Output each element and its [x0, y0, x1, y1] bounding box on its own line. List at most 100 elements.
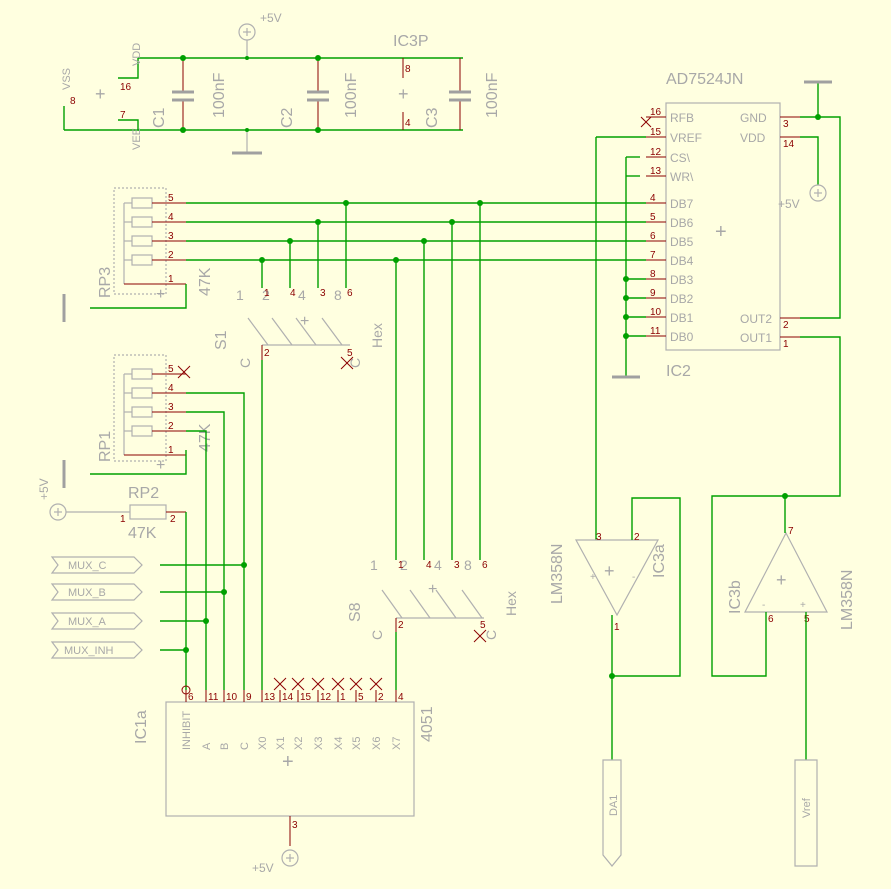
svg-text:1: 1 — [264, 288, 270, 299]
rp1-resistor-3 — [131, 425, 153, 437]
svg-text:1: 1 — [614, 622, 620, 633]
ic1a-pin-1-num: 11 — [208, 692, 219, 703]
mux-net-labels: MUX_C MUX_B MUX_A MUX_INH — [50, 556, 143, 659]
svg-text:+5V: +5V — [37, 478, 51, 500]
rp1-pin-3: 2 — [168, 421, 174, 432]
rp1-pin-1: 4 — [168, 383, 174, 394]
ic1a-pin-9-num: 5 — [358, 692, 364, 703]
plus5v-label: +5V — [260, 11, 282, 25]
svg-text:C: C — [369, 630, 385, 640]
ic2-pin-9-num: 9 — [650, 288, 656, 299]
ic3a-opamp[interactable]: + + - 3 2 1 IC3a LM358N — [549, 532, 668, 633]
svg-text:2: 2 — [264, 348, 270, 359]
ic2-pin-5-label: DB6 — [670, 216, 694, 230]
ic2-name-label: IC2 — [666, 363, 691, 380]
ic2-pin-4-num: 4 — [650, 193, 656, 204]
svg-text:+: + — [300, 313, 309, 330]
svg-text:3: 3 — [454, 560, 460, 571]
svg-text:LM358N: LM358N — [549, 544, 566, 604]
ic1a-pin-8-label: X4 — [333, 737, 345, 750]
rp1-pin-4: 1 — [168, 445, 174, 456]
rp2-resistor[interactable]: +5V 1 2 RP2 47K — [37, 478, 186, 542]
svg-text:6: 6 — [482, 560, 488, 571]
svg-text:8: 8 — [334, 287, 342, 303]
ic2-pin-4-label: DB7 — [670, 197, 694, 211]
svg-text:100nF: 100nF — [211, 72, 228, 118]
cap-c2: C2 100nF — [279, 58, 360, 130]
svg-text:RP1: RP1 — [97, 431, 114, 462]
svg-text:+5V: +5V — [252, 861, 274, 875]
port-da1[interactable]: DA1 — [602, 759, 622, 867]
svg-text:+: + — [156, 457, 165, 474]
s1-hex-switch[interactable]: 1 2 4 8 2 5 + S1 C C Hex 1 4 3 6 — [213, 287, 385, 370]
svg-text:100nF: 100nF — [343, 72, 360, 118]
svg-text:3: 3 — [292, 820, 298, 831]
cap-c3: C3 100nF — [424, 58, 501, 130]
s8-hex-switch[interactable]: 1 2 4 8 2 5 + S8 C C Hex 1 4 3 6 — [347, 557, 519, 643]
svg-text:IC3a: IC3a — [651, 544, 668, 578]
svg-text:47K: 47K — [128, 525, 157, 542]
svg-text:2: 2 — [634, 532, 640, 543]
svg-text:2: 2 — [262, 287, 270, 303]
ic1a-pin-3-label: C — [239, 742, 251, 750]
ic2-pin-10-label: DB1 — [670, 311, 694, 325]
ic1a-pin-0-label: INHIBIT — [181, 711, 193, 750]
ic2-dac[interactable]: AD7524JN IC2 + RFB16VREF15CS\12WR\13DB74… — [640, 71, 800, 380]
vdd-label: VDD — [131, 43, 143, 66]
ic1a-pin-4-label: X0 — [257, 737, 269, 750]
rp3-pin-2: 3 — [168, 231, 174, 242]
rp3-pin-4: 1 — [168, 274, 174, 285]
svg-text:1: 1 — [370, 557, 378, 573]
ic2-pin-6-label: DB5 — [670, 235, 694, 249]
svg-text:Hex: Hex — [503, 591, 519, 616]
ic1a-pin-2-label: B — [219, 743, 231, 750]
svg-text:Hex: Hex — [369, 323, 385, 348]
svg-text:+: + — [428, 581, 437, 598]
svg-text:16: 16 — [120, 82, 132, 93]
ic2-pin-11-label: DB0 — [670, 330, 694, 344]
net-label-mux-c[interactable]: MUX_C — [50, 556, 143, 574]
svg-text:4: 4 — [405, 118, 411, 129]
svg-text:+: + — [604, 561, 615, 581]
svg-text:IC3b: IC3b — [727, 580, 744, 614]
ic1a-pin-6-label: X2 — [293, 737, 305, 750]
svg-text:MUX_A: MUX_A — [68, 616, 107, 628]
net-label-mux-b[interactable]: MUX_B — [50, 583, 143, 601]
ic2-pin-6-num: 6 — [650, 231, 656, 242]
ic1a-pin-11-num: 4 — [398, 692, 404, 703]
rp1-pin-2: 3 — [168, 402, 174, 413]
ic2-rpin-2-num: 2 — [783, 320, 789, 331]
vss-label: VSS — [61, 68, 73, 90]
rp3-resistor-0 — [131, 197, 153, 209]
ic2-pin-10-num: 10 — [650, 307, 662, 318]
ic3p-label: IC3P — [393, 33, 429, 50]
power-section: +5V VDD VSS VEE 16 7 8 + IC3P 8 4 + C1 1… — [61, 11, 501, 155]
ic1a-pin-7-label: X3 — [313, 737, 325, 750]
svg-text:1: 1 — [398, 560, 404, 571]
ic1a-mux-4051[interactable]: 6INHIBIT11A10B9C13X014X115X212X31X45X52X… — [133, 677, 436, 875]
net-label-mux-inh[interactable]: MUX_INH — [50, 641, 143, 659]
ic2-pin-2-num: 12 — [650, 147, 662, 158]
ic1a-pin-1-label: A — [201, 742, 213, 750]
svg-text:4: 4 — [298, 287, 306, 303]
svg-text:S1: S1 — [213, 330, 230, 350]
ic3b-opamp[interactable]: + - + 7 6 5 IC3b LM358N — [727, 526, 856, 630]
svg-text:DA1: DA1 — [608, 795, 620, 816]
ic1a-pin-2-num: 10 — [226, 692, 238, 703]
svg-text:C3: C3 — [424, 107, 441, 128]
svg-text:+: + — [715, 221, 727, 243]
rp3-resistor-2 — [131, 235, 153, 247]
svg-text:Vref: Vref — [801, 797, 813, 818]
svg-text:3: 3 — [320, 288, 326, 299]
svg-text:100nF: 100nF — [484, 72, 501, 118]
svg-text:-: - — [762, 600, 765, 611]
port-vref[interactable]: Vref — [794, 759, 818, 867]
ic2-pin-7-label: DB4 — [670, 254, 694, 268]
ic1a-pin-11-label: X7 — [391, 737, 403, 750]
ic2-pin-9-label: DB2 — [670, 292, 694, 306]
net-label-mux-a[interactable]: MUX_A — [50, 612, 143, 630]
svg-text:+: + — [800, 600, 806, 611]
